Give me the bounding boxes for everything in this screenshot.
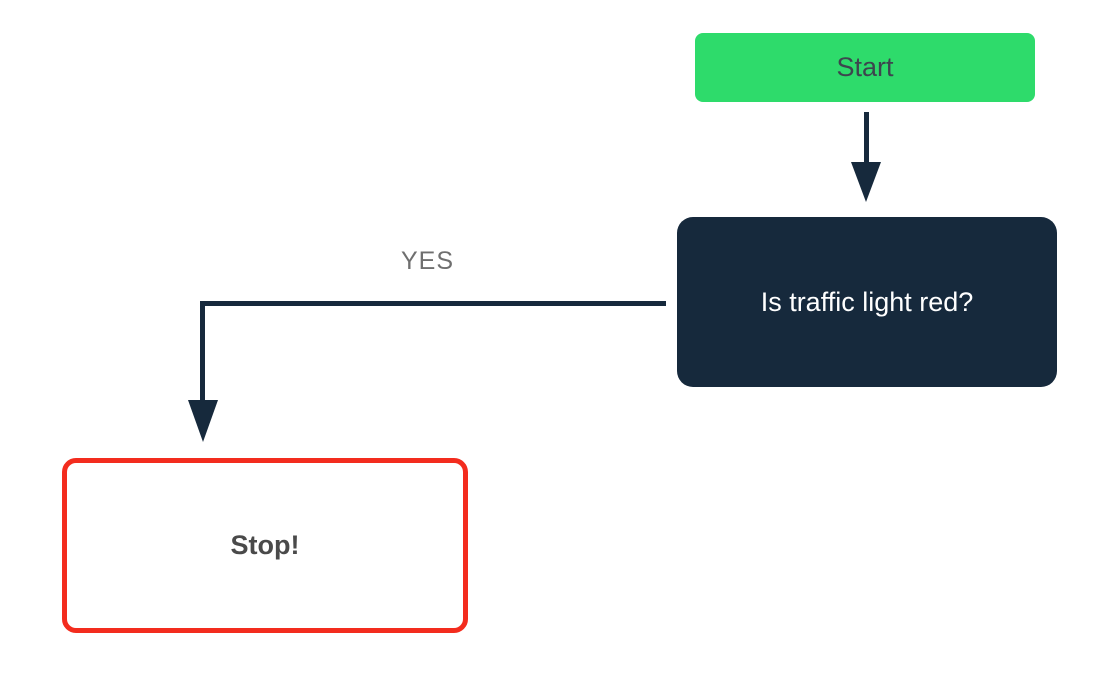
edge-decision-to-stop-horizontal-line <box>200 301 666 306</box>
edge-decision-to-stop-vertical-line <box>200 301 205 401</box>
decision-node-label: Is traffic light red? <box>760 286 974 317</box>
edge-start-to-decision-line <box>864 112 869 165</box>
flowchart-node-decision: Is traffic light red? <box>677 217 1057 387</box>
arrow-down-icon <box>851 162 881 202</box>
flowchart-node-stop: Stop! <box>62 458 468 633</box>
stop-node-label: Stop! <box>230 530 300 560</box>
arrow-down-icon <box>188 400 218 442</box>
edge-yes-label: YES <box>400 247 455 275</box>
flowchart-node-start: Start <box>695 33 1035 102</box>
start-node-label: Start <box>836 52 894 82</box>
